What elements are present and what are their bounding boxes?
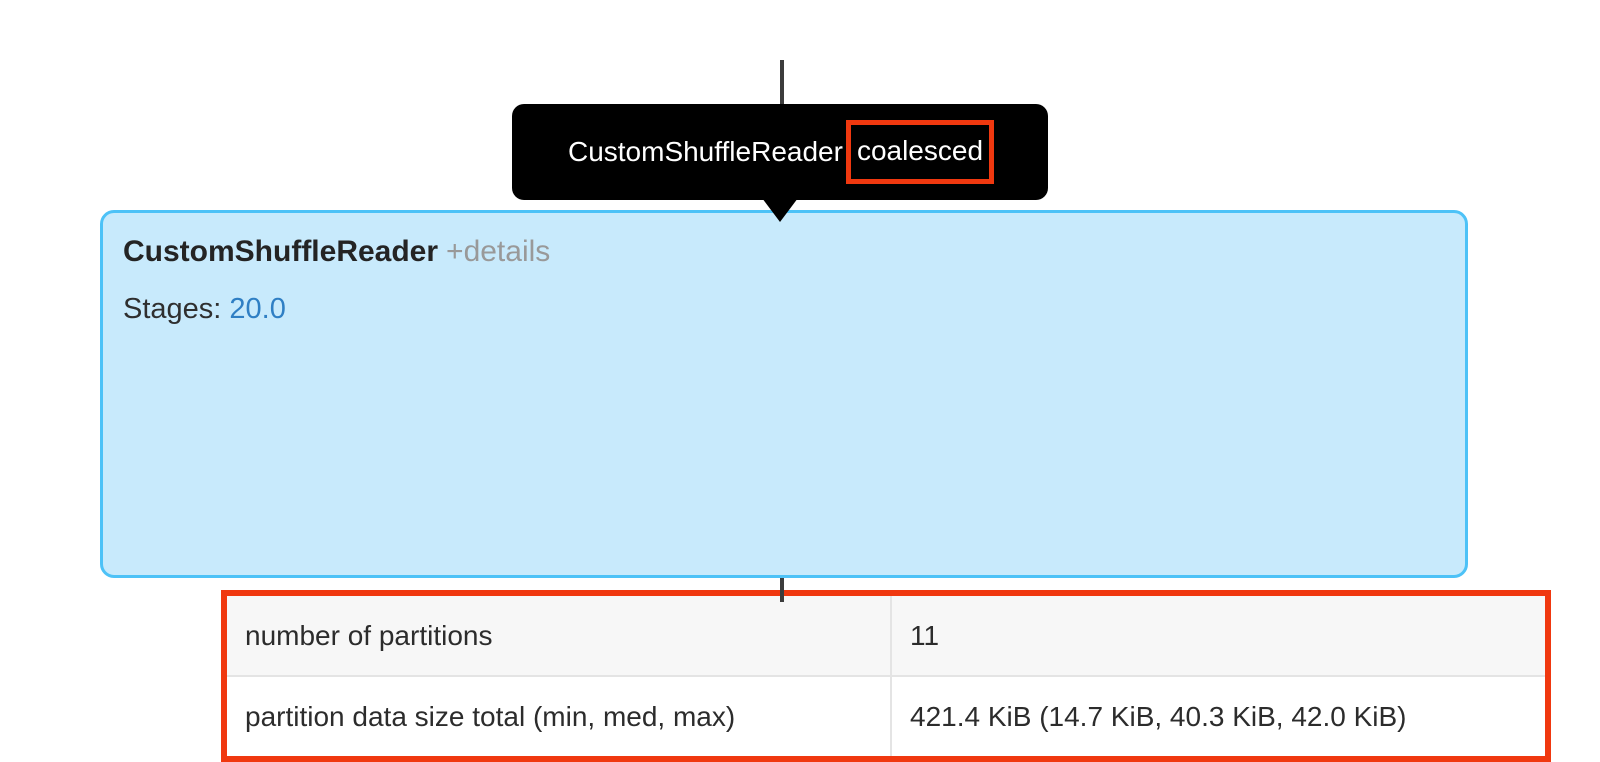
node-tooltip: CustomShuffleReader coalesced [512,104,1048,222]
metric-key: number of partitions [227,596,892,676]
table-row: number of partitions 11 [227,596,1545,676]
metrics-highlight-box: number of partitions 11 partition data s… [221,590,1551,762]
metric-value: 11 [891,596,1545,676]
metric-value: 421.4 KiB (14.7 KiB, 40.3 KiB, 42.0 KiB) [891,675,1545,756]
outgoing-edge-line [780,578,784,602]
stages-value-link[interactable]: 20.0 [229,293,286,325]
tooltip-text: CustomShuffleReader coalesced [566,120,995,184]
metrics-table: number of partitions 11 partition data s… [227,596,1545,756]
plan-node-stages-row: Stages: 20.0 [123,293,1447,326]
metric-key: partition data size total (min, med, max… [227,675,892,756]
table-row: partition data size total (min, med, max… [227,675,1545,756]
stages-label: Stages: [123,293,222,325]
tooltip-arrow-icon [762,198,798,222]
tooltip-prefix-label: CustomShuffleReader [567,136,843,167]
plan-node-details-link[interactable]: +details [446,235,551,268]
plan-node-title: CustomShuffleReader [123,235,439,268]
incoming-edge-line [780,60,784,106]
plan-node-header: CustomShuffleReader+details [123,235,1447,268]
plan-node-card[interactable]: CustomShuffleReader+details Stages: 20.0… [100,210,1551,762]
tooltip-highlighted-label: coalesced [845,120,995,184]
